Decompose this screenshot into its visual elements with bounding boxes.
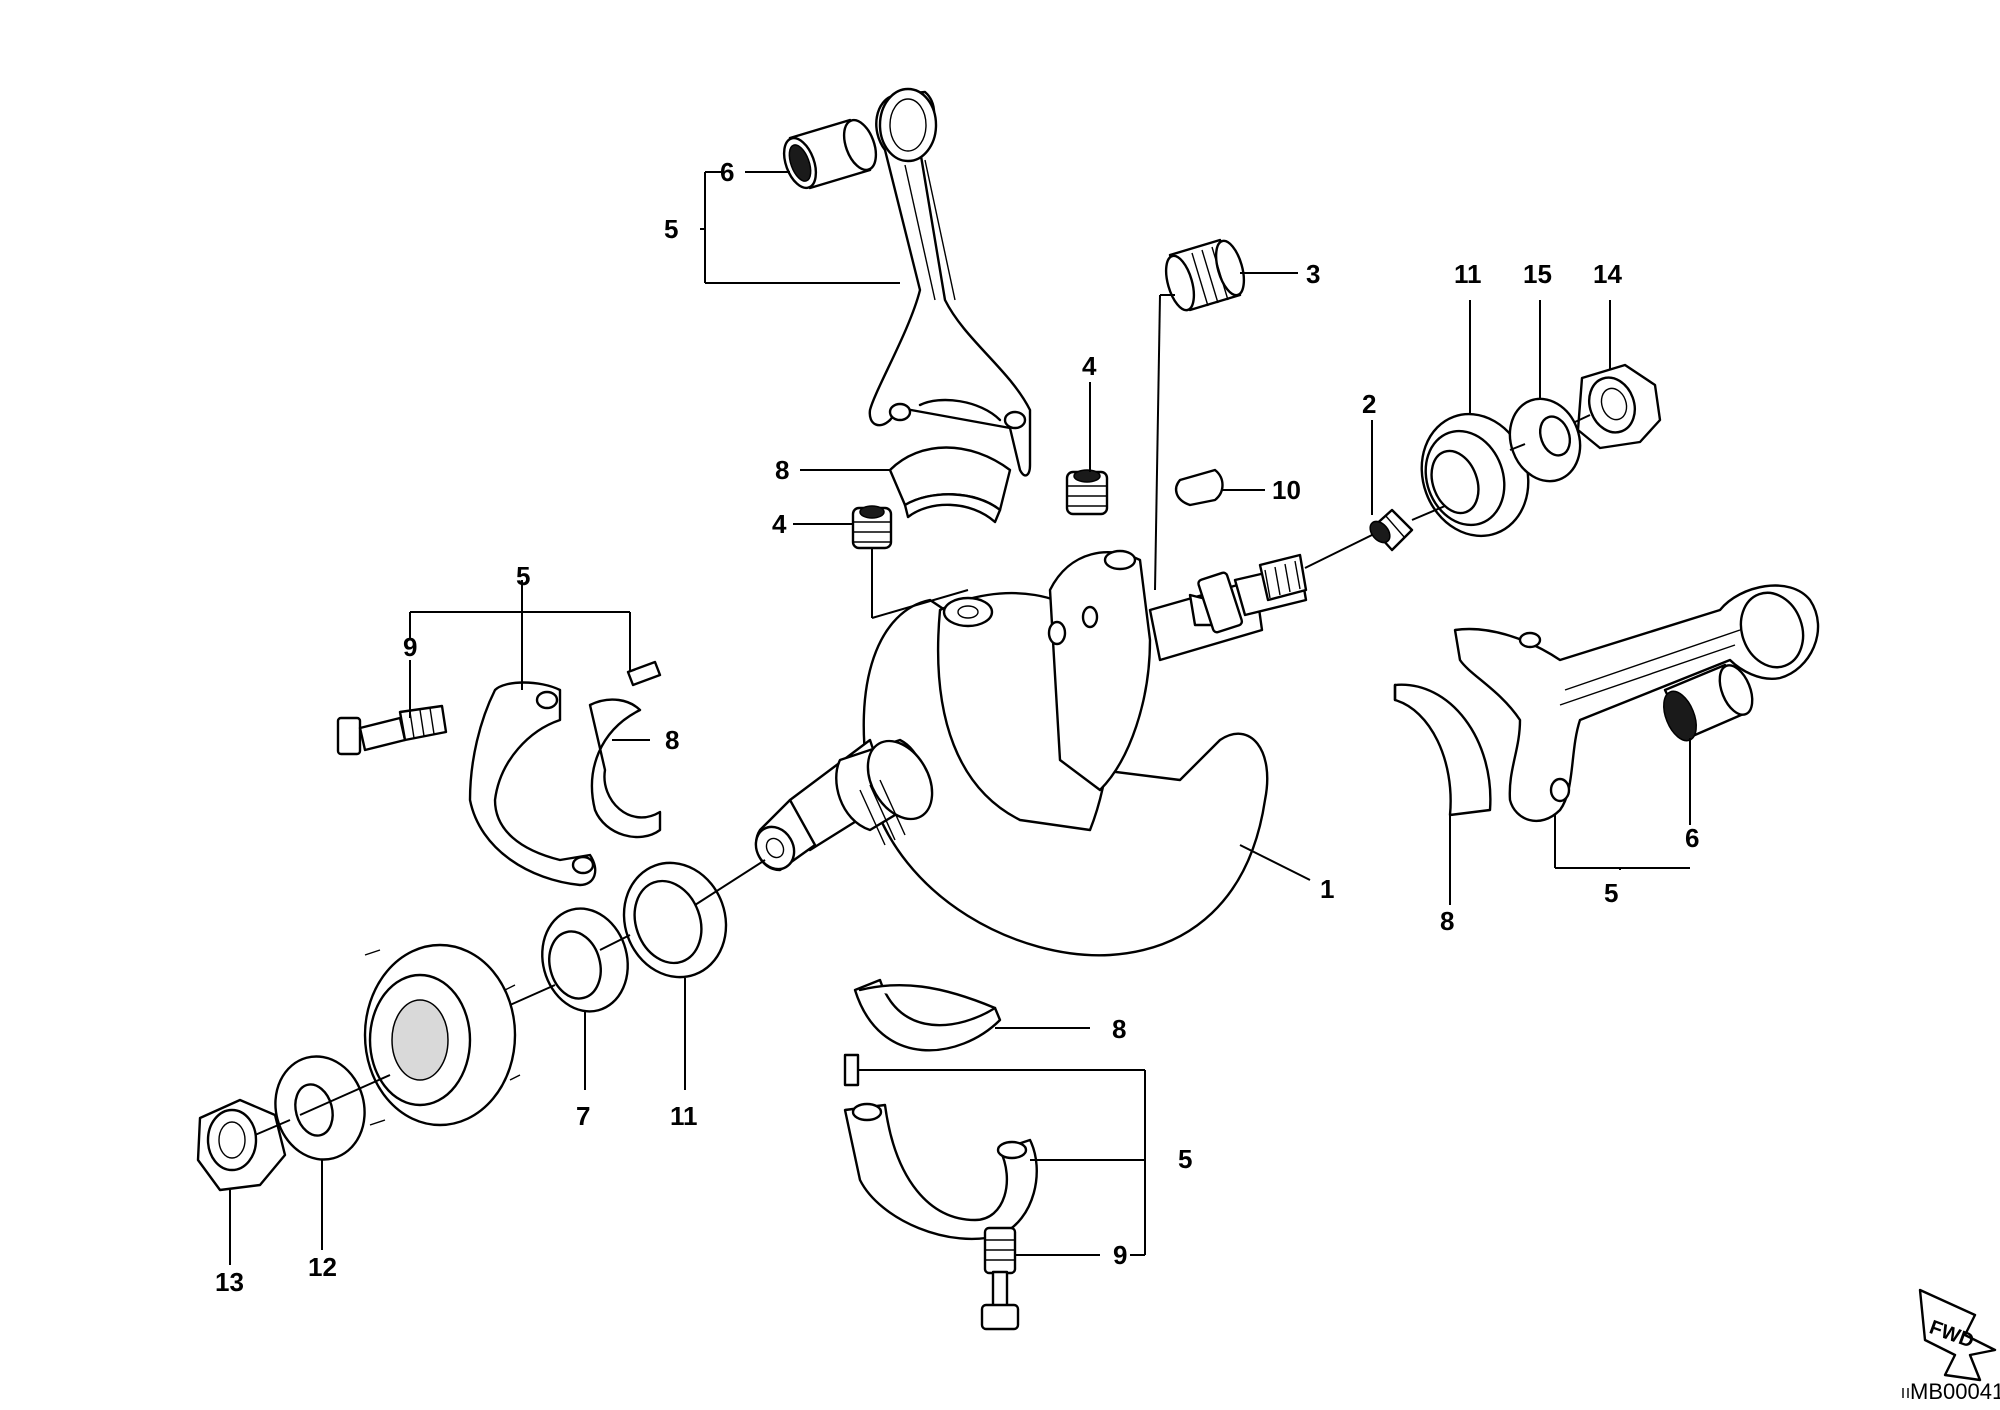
callout-8-bottom: 8 bbox=[1112, 1014, 1126, 1044]
callout-6-top: 6 bbox=[720, 157, 734, 187]
callout-10: 10 bbox=[1272, 475, 1301, 505]
crankpin-plug bbox=[1164, 238, 1246, 312]
callout-13: 13 bbox=[215, 1267, 244, 1297]
callout-7: 7 bbox=[576, 1101, 590, 1131]
connecting-rod-upper bbox=[868, 87, 1032, 477]
bearing-shell-lower bbox=[853, 978, 1002, 1052]
callout-3: 3 bbox=[1306, 259, 1320, 289]
crankshaft-gear bbox=[363, 943, 521, 1127]
diagram-code: MB00041 bbox=[1902, 1379, 2000, 1404]
bearing-shell-right bbox=[1393, 683, 1492, 817]
callout-5-top: 5 bbox=[664, 214, 678, 244]
callout-5-bottom: 5 bbox=[1178, 1144, 1192, 1174]
diagram-code-text: MB00041 bbox=[1910, 1379, 2000, 1404]
plug-screw bbox=[1369, 508, 1414, 552]
thrust-washer-right bbox=[1420, 412, 1530, 538]
callout-11-right: 11 bbox=[1454, 259, 1482, 289]
small-end-bush-right bbox=[1663, 663, 1754, 742]
callout-2: 2 bbox=[1362, 389, 1376, 419]
callout-6-right: 6 bbox=[1685, 823, 1699, 853]
bolt-lower bbox=[980, 1226, 1020, 1331]
nut-13 bbox=[196, 1098, 287, 1192]
bolt-left bbox=[336, 704, 448, 756]
callout-5-right: 5 bbox=[1604, 878, 1618, 908]
fwd-arrow-icon: FWD bbox=[1918, 1288, 1997, 1382]
callout-5-left: 5 bbox=[516, 561, 530, 591]
callout-1: 1 bbox=[1320, 874, 1334, 904]
oil-seal bbox=[541, 907, 629, 1013]
callout-8-top: 8 bbox=[775, 455, 789, 485]
woodruff-key bbox=[1174, 468, 1224, 507]
callout-9-left: 9 bbox=[403, 632, 417, 662]
grub-screw-4b bbox=[851, 505, 893, 550]
dowel-pin-left bbox=[626, 660, 662, 687]
crankshaft bbox=[754, 549, 1308, 957]
big-end-cap-left bbox=[468, 681, 597, 887]
spacer-15 bbox=[1508, 397, 1582, 483]
dowel-pin-lower bbox=[843, 1053, 860, 1087]
callout-labels: 1 2 3 4 4 5 5 5 5 6 6 7 8 8 8 8 9 9 10 1… bbox=[215, 157, 1699, 1297]
callout-8-right: 8 bbox=[1440, 906, 1454, 936]
callout-4a: 4 bbox=[1082, 351, 1097, 381]
big-end-cap-lower bbox=[843, 1102, 1038, 1240]
connecting-rod-right bbox=[1453, 584, 1820, 822]
callout-15: 15 bbox=[1523, 259, 1552, 289]
grub-screw-4a bbox=[1065, 469, 1109, 516]
callout-11-left: 11 bbox=[670, 1101, 698, 1131]
callout-4b: 4 bbox=[772, 509, 787, 539]
small-end-bush-upper bbox=[782, 118, 878, 190]
callout-9-bottom: 9 bbox=[1113, 1240, 1127, 1270]
bearing-shell-upper bbox=[888, 446, 1012, 524]
bearing-shell-left bbox=[588, 698, 662, 839]
callout-8-left: 8 bbox=[665, 725, 679, 755]
callout-14: 14 bbox=[1593, 259, 1622, 289]
leader-lines bbox=[229, 171, 1691, 1265]
lock-washer bbox=[274, 1055, 366, 1161]
thrust-washer-left bbox=[622, 861, 728, 979]
callout-12: 12 bbox=[308, 1252, 337, 1282]
nut-14 bbox=[1576, 363, 1662, 450]
